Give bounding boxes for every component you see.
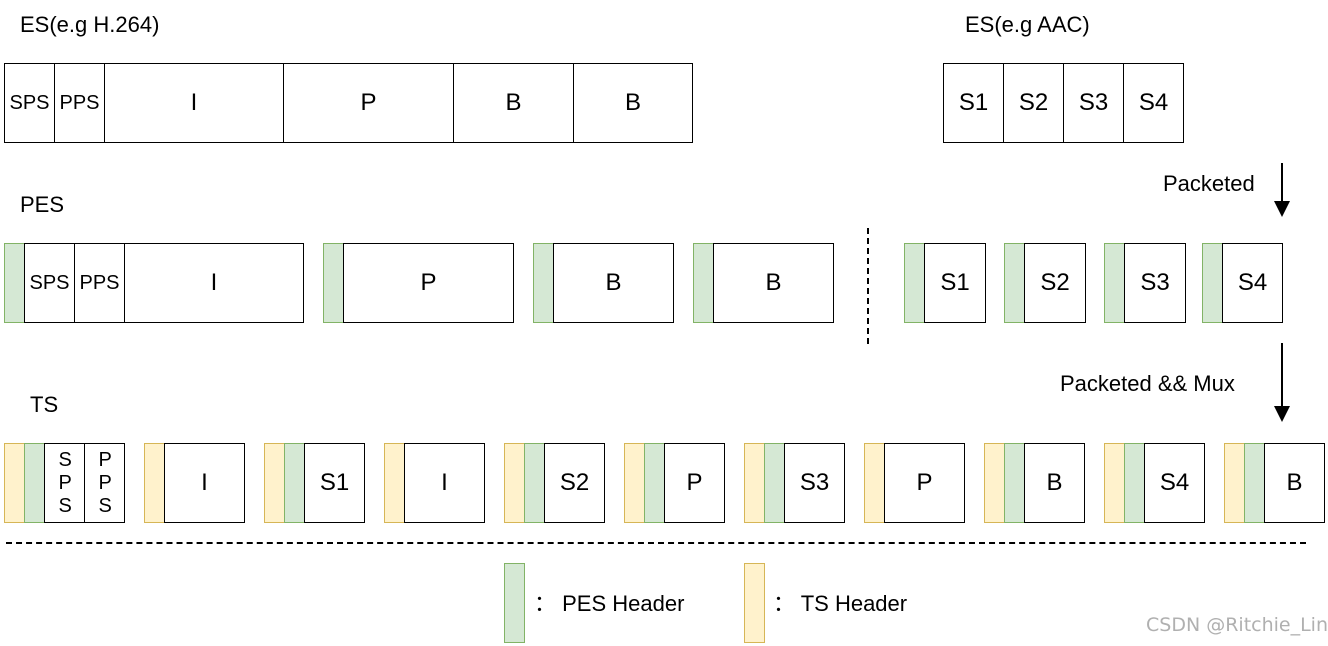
legend-separator-line <box>6 542 1306 544</box>
ts-label: TS <box>30 392 59 417</box>
pes-i-frame: I <box>124 243 304 323</box>
pes-label: PES <box>20 192 65 217</box>
separator-line <box>867 228 869 344</box>
es-audio-sample: S3 <box>1063 63 1124 143</box>
pes-header <box>1004 243 1025 323</box>
pes-header <box>1202 243 1223 323</box>
ts-header <box>504 443 525 523</box>
es-b-frame: B <box>453 63 574 143</box>
ts-payload: B <box>1024 443 1085 523</box>
ts-pps-block: PPS <box>84 443 125 523</box>
pes-header <box>1004 443 1025 523</box>
ts-payload: S3 <box>784 443 845 523</box>
pes-header <box>1104 243 1125 323</box>
ts-header <box>984 443 1005 523</box>
es-pps-block: PPS <box>54 63 105 143</box>
ts-payload: P <box>884 443 965 523</box>
ts-header <box>384 443 405 523</box>
packeted-mux-label: Packeted && Mux <box>1060 371 1235 396</box>
pes-audio-sample: S3 <box>1124 243 1186 323</box>
legend-ts-swatch <box>744 563 765 643</box>
pes-audio-sample: S2 <box>1024 243 1086 323</box>
ts-payload: I <box>404 443 485 523</box>
packeted-label: Packeted <box>1163 171 1255 196</box>
pes-header <box>904 243 925 323</box>
es-audio-sample: S4 <box>1123 63 1184 143</box>
pes-pps-block: PPS <box>74 243 125 323</box>
pes-header <box>284 443 305 523</box>
es-audio-sample: S2 <box>1003 63 1064 143</box>
es-p-frame: P <box>283 63 454 143</box>
ts-payload: B <box>1264 443 1325 523</box>
pes-audio-sample: S1 <box>924 243 986 323</box>
pes-header <box>764 443 785 523</box>
legend-pes-label: ： PES Header <box>534 591 685 616</box>
ts-header <box>744 443 765 523</box>
pes-header <box>533 243 554 323</box>
es-b-frame: B <box>573 63 693 143</box>
pes-sps-block: SPS <box>24 243 75 323</box>
es-audio-label: ES(e.g AAC) <box>965 12 1090 37</box>
ts-header <box>4 443 25 523</box>
pes-header <box>4 243 25 323</box>
ts-payload: S4 <box>1144 443 1205 523</box>
pes-audio-sample: S4 <box>1222 243 1283 323</box>
legend-ts-label: ： TS Header <box>773 591 908 616</box>
ts-payload: S1 <box>304 443 365 523</box>
ts-header <box>624 443 645 523</box>
ts-sps-block: SPS <box>44 443 85 523</box>
pes-p-frame: P <box>343 243 514 323</box>
es-i-frame: I <box>104 63 284 143</box>
ts-payload: I <box>164 443 245 523</box>
es-sps-block: SPS <box>4 63 55 143</box>
pes-b-frame: B <box>553 243 674 323</box>
pes-header <box>644 443 665 523</box>
ts-header <box>864 443 885 523</box>
pes-header <box>323 243 344 323</box>
es-video-label: ES(e.g H.264) <box>20 12 160 37</box>
es-audio-sample: S1 <box>943 63 1004 143</box>
ts-header <box>1224 443 1245 523</box>
ts-payload: P <box>664 443 725 523</box>
pes-b-frame: B <box>713 243 834 323</box>
ts-header <box>264 443 285 523</box>
pes-header <box>524 443 545 523</box>
ts-payload: S2 <box>544 443 605 523</box>
legend-pes-swatch <box>504 563 525 643</box>
ts-header <box>144 443 165 523</box>
pes-header <box>24 443 45 523</box>
down-arrow-icon <box>1274 163 1290 217</box>
pes-header <box>1124 443 1145 523</box>
watermark: CSDN @Ritchie_Lin <box>1146 614 1328 636</box>
pes-header <box>693 243 714 323</box>
pes-header <box>1244 443 1265 523</box>
ts-header <box>1104 443 1125 523</box>
down-arrow-icon <box>1274 343 1290 422</box>
